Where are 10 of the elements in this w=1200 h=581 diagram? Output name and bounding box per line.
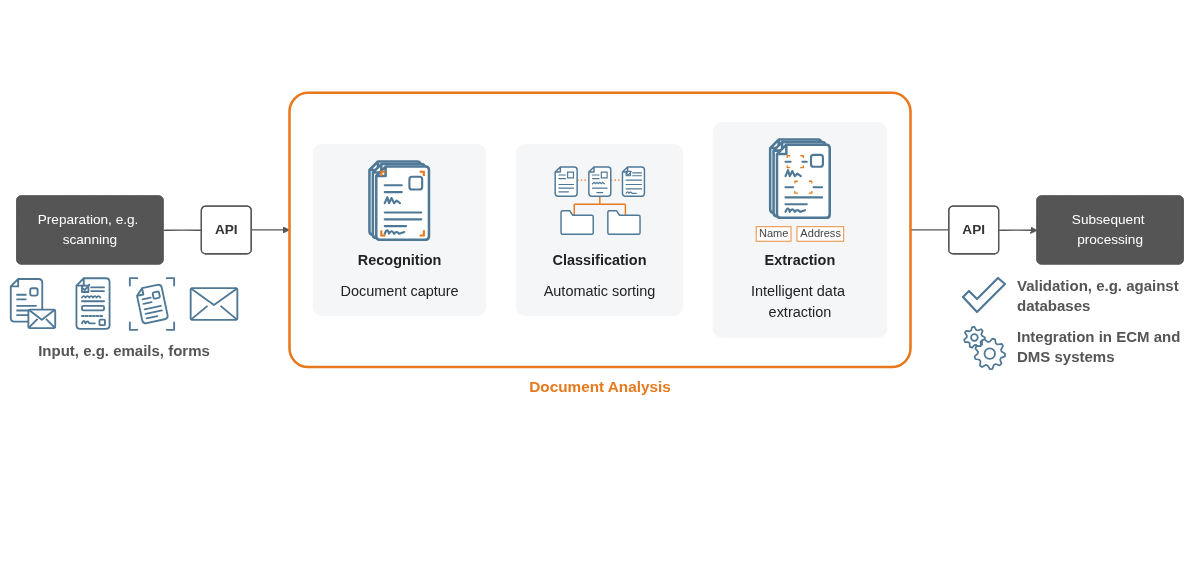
node-box: Recognition Document capture <box>312 143 487 316</box>
note-text: Input, e.g. emails, forms <box>37 341 211 359</box>
note-text: Integration in ECM and DMS systems <box>1017 327 1182 368</box>
node-box: Classification Automatic sorting <box>516 143 683 316</box>
cluster <box>288 91 912 369</box>
node-label: Document Analysis <box>529 378 671 396</box>
field-tag: Name <box>755 226 792 242</box>
note-text: Validation, e.g. against databases <box>1017 275 1180 317</box>
arrow <box>998 226 1038 234</box>
field-tag: Address <box>796 226 845 242</box>
